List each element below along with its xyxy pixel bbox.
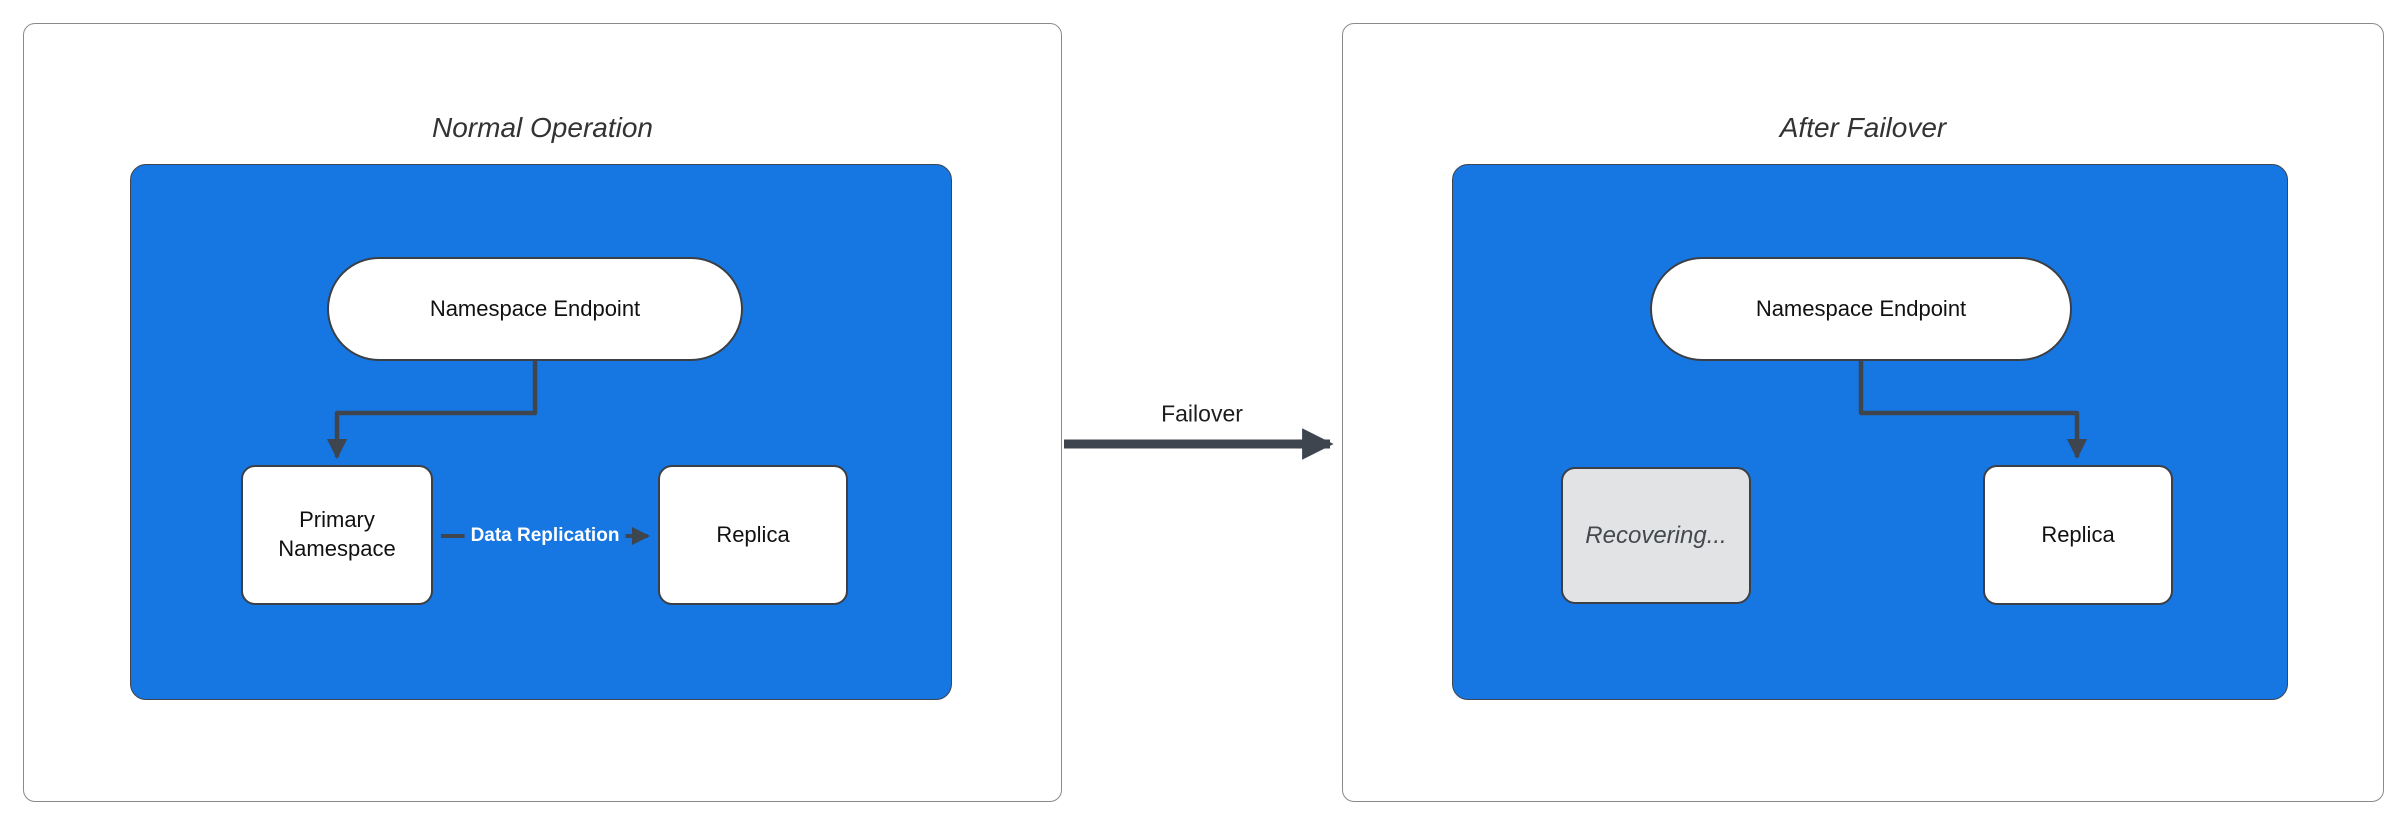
node-replica-left: Replica [658,465,848,605]
node-label: Recovering... [1585,521,1727,549]
node-label: Namespace Endpoint [429,295,641,321]
node-label: Replica [2041,521,2115,547]
panel-title-after-failover: After Failover [1779,112,1947,143]
cluster-box-normal [130,164,952,700]
node-recovering: Recovering... [1561,467,1751,604]
edge-label-data-replication: Data Replication [464,523,626,549]
node-replica-right: Replica [1983,465,2173,605]
node-namespace-endpoint-left: Namespace Endpoint [327,257,743,361]
node-label: Replica [716,521,790,547]
edge-label-failover: Failover [1161,400,1243,427]
node-primary-namespace: Primary Namespace [241,465,433,605]
node-namespace-endpoint-right: Namespace Endpoint [1650,257,2072,361]
node-label: Namespace Endpoint [1755,295,1967,321]
panel-title-normal-operation: Normal Operation [432,112,653,143]
cluster-box-failover [1452,164,2288,700]
node-label: Primary Namespace [278,507,396,561]
